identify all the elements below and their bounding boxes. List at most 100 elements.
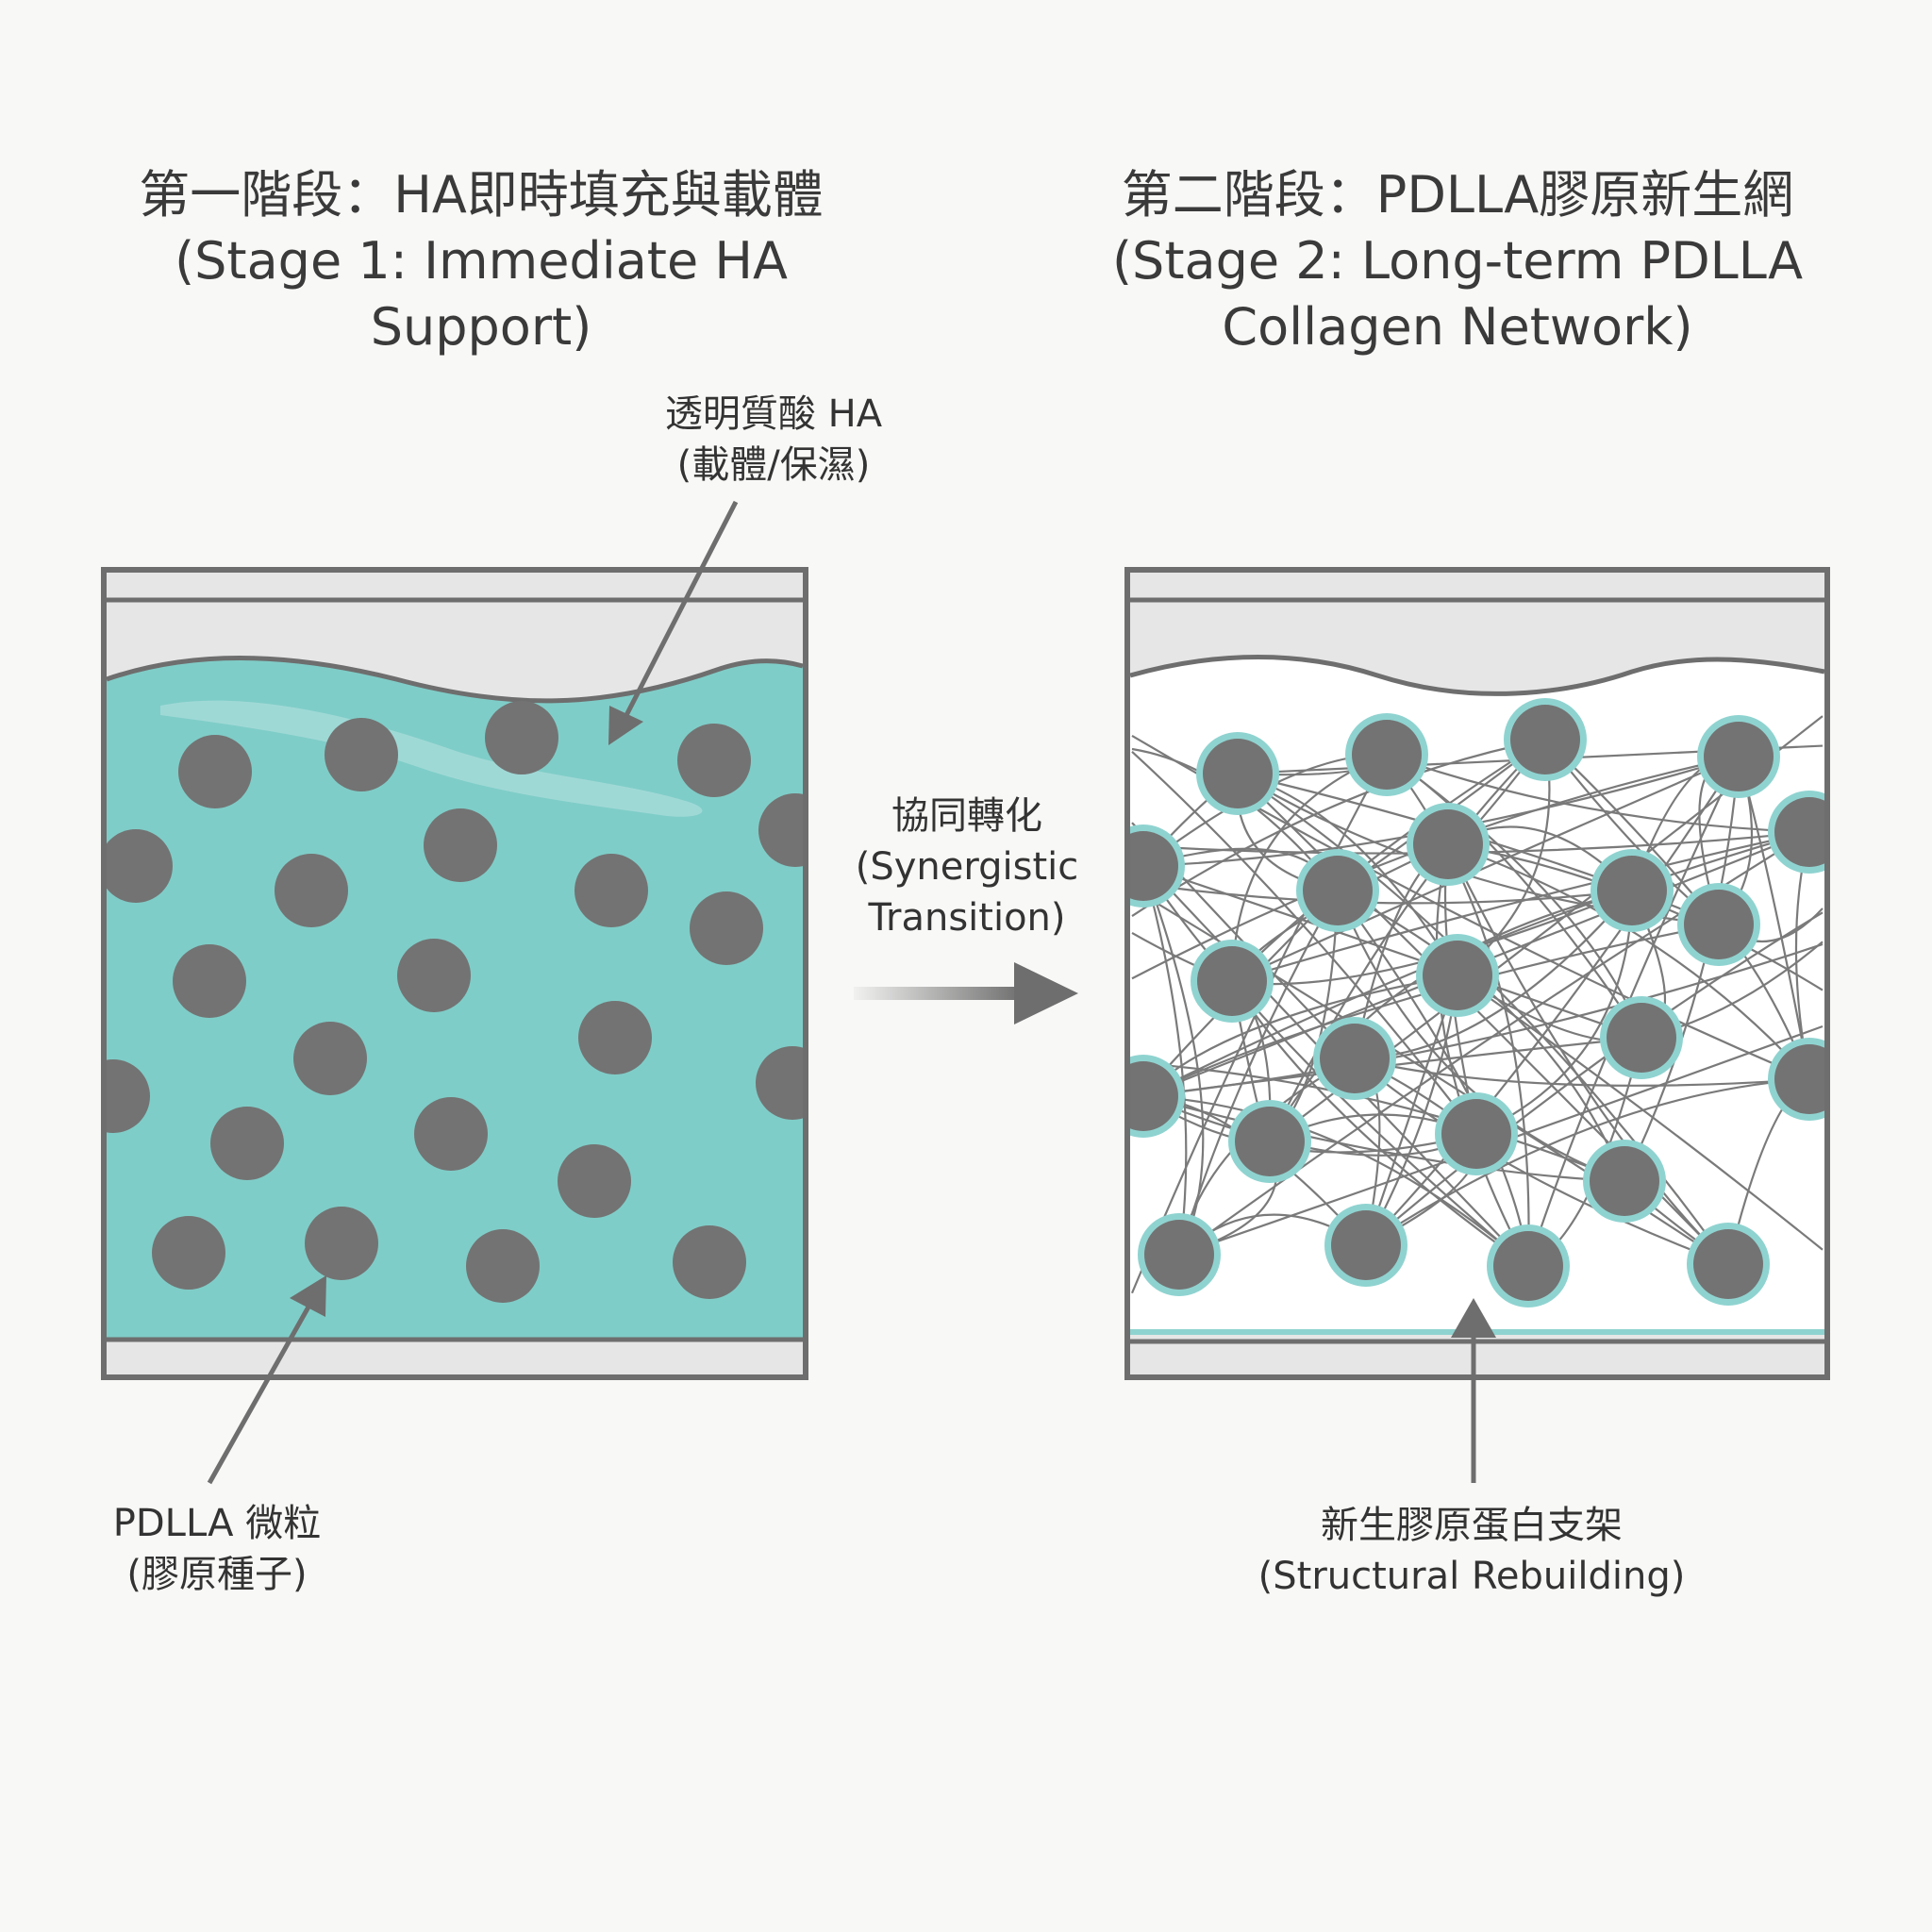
- pdlla-particle: [275, 854, 348, 927]
- pdlla-particle: [1704, 722, 1774, 791]
- pdlla-particle: [325, 718, 398, 791]
- pdlla-particle: [1203, 739, 1273, 808]
- pdlla-particle: [1693, 1229, 1763, 1299]
- transition-arrow-shaft: [854, 987, 1024, 1000]
- pdlla-label: PDLLA 微粒 (膠原種子): [57, 1498, 377, 1600]
- ha-callout-line: [620, 500, 739, 724]
- pdlla-callout-arrow: [207, 1275, 326, 1485]
- stage-1-title-zh: 第一階段：HA即時填充與載體: [139, 165, 824, 225]
- collagen-fiber: [1354, 1058, 1729, 1266]
- collagen-fiber: [1131, 1061, 1625, 1183]
- pdlla-particle: [1774, 797, 1824, 867]
- ha-surface-line: [106, 656, 804, 704]
- collagen-fiber: [1141, 865, 1188, 1256]
- collagen-fiber: [1457, 974, 1824, 1251]
- collagen-fiber: [1142, 942, 1824, 1098]
- pdlla-particle: [466, 1229, 540, 1303]
- collagen-fiber: [1131, 751, 1477, 1135]
- pdlla-particle: [178, 735, 252, 808]
- ha-sheen: [160, 700, 703, 817]
- ha-callout-head: [608, 706, 643, 745]
- stage-2-title-zh: 第二階段：PDLLA膠原新生網: [1121, 165, 1794, 225]
- pdlla-particle: [558, 1144, 631, 1218]
- pdlla-particle: [756, 1046, 803, 1120]
- stage-2-frame: [1124, 567, 1830, 1380]
- pdlla-particle: [173, 944, 246, 1018]
- network-label-line2: (Structural Rebuilding): [1257, 1555, 1686, 1598]
- pdlla-particle: [152, 1216, 225, 1290]
- ha-callout-arrow: [608, 500, 739, 745]
- collagen-fiber: [1475, 890, 1634, 1135]
- stage-1-title: 第一階段：HA即時填充與載體 (Stage 1: Immediate HA Su…: [57, 162, 906, 360]
- stage-2-title-en-line2: Collagen Network): [1222, 297, 1693, 357]
- pdlla-callout-head: [290, 1275, 326, 1317]
- collagen-fiber: [1336, 890, 1625, 1183]
- transition-label-line3: Transition): [868, 896, 1066, 940]
- pdlla-particle: [293, 1022, 367, 1095]
- collagen-fiber: [1142, 1094, 1529, 1267]
- transition-label-line1: 協同轉化: [891, 794, 1042, 838]
- pdlla-particle: [1493, 1231, 1563, 1301]
- pdlla-particle: [677, 724, 751, 797]
- ha-label: 透明質酸 HA (載體/保濕): [604, 389, 943, 491]
- stage-2-panel: [1124, 567, 1830, 1380]
- tissue-surface-line: [1129, 655, 1825, 696]
- pdlla-particle: [1197, 946, 1267, 1016]
- pdlla-particle: [1423, 941, 1492, 1010]
- network-callout-arrow: [1451, 1298, 1496, 1483]
- collagen-fiber: [1231, 980, 1529, 1267]
- collagen-fiber: [1447, 842, 1810, 1080]
- pdlla-particle: [1684, 890, 1754, 959]
- pdlla-particles: [107, 701, 803, 1303]
- pdlla-particle: [1320, 1024, 1390, 1093]
- stage-1-panel: [101, 567, 808, 1380]
- pdlla-particle: [210, 1107, 284, 1180]
- pdlla-particle: [673, 1225, 746, 1299]
- network-label-line1: 新生膠原蛋白支架: [1321, 1504, 1623, 1547]
- pdlla-particle: [1413, 809, 1483, 879]
- pdlla-particle: [1441, 1099, 1511, 1169]
- pdlla-particle: [424, 808, 497, 882]
- stage-2-title: 第二階段：PDLLA膠原新生網 (Stage 2: Long-term PDLL…: [1066, 162, 1849, 360]
- pdlla-particle: [107, 1059, 150, 1133]
- stage-2-title-en-line1: (Stage 2: Long-term PDLLA: [1111, 231, 1804, 291]
- pdlla-particle: [1352, 720, 1422, 790]
- pdlla-particle: [1590, 1146, 1659, 1216]
- pdlla-particle: [690, 891, 763, 965]
- pdlla-particle: [1510, 705, 1580, 774]
- collagen-network: [1130, 698, 1824, 1307]
- collagen-fiber: [1142, 864, 1642, 1040]
- pdlla-particle: [1235, 1107, 1305, 1176]
- ha-label-line1: 透明質酸 HA: [664, 392, 883, 436]
- transition-label: 協同轉化 (Synergistic Transition): [830, 791, 1104, 943]
- pdlla-particle: [1774, 1044, 1824, 1114]
- pdlla-particle: [1130, 1061, 1178, 1131]
- pdlla-particle: [485, 701, 558, 774]
- pdlla-label-line1: PDLLA 微粒: [112, 1502, 322, 1545]
- collagen-fiber: [1269, 889, 1633, 1142]
- pdlla-callout-line: [207, 1300, 314, 1485]
- collagen-fiber: [1142, 1094, 1625, 1183]
- pdlla-particle: [1607, 1003, 1676, 1073]
- pdlla-particle: [1597, 856, 1667, 925]
- transition-arrow-head: [1014, 962, 1078, 1024]
- pdlla-particle: [1331, 1210, 1401, 1280]
- pdlla-particle: [414, 1097, 488, 1171]
- collagen-fiber: [1624, 756, 1740, 1182]
- collagen-nodes: [1130, 698, 1824, 1307]
- pdlla-particle: [305, 1207, 378, 1280]
- collagen-fiber: [1142, 830, 1810, 1098]
- pdlla-particle: [1144, 1220, 1214, 1290]
- stage-1-title-en: (Stage 1: Immediate HA Support): [175, 231, 788, 357]
- collagen-fiber: [1386, 753, 1810, 834]
- pdlla-particle: [1303, 856, 1373, 925]
- pdlla-particle: [578, 1001, 652, 1074]
- pdlla-particle: [107, 829, 173, 903]
- pdlla-particle: [758, 793, 803, 867]
- ha-label-line2: (載體/保濕): [676, 443, 871, 487]
- network-callout-head: [1451, 1298, 1496, 1338]
- transition-arrow: [854, 962, 1078, 1024]
- network-label: 新生膠原蛋白支架 (Structural Rebuilding): [1226, 1500, 1717, 1602]
- transition-label-line2: (Synergistic: [855, 845, 1079, 889]
